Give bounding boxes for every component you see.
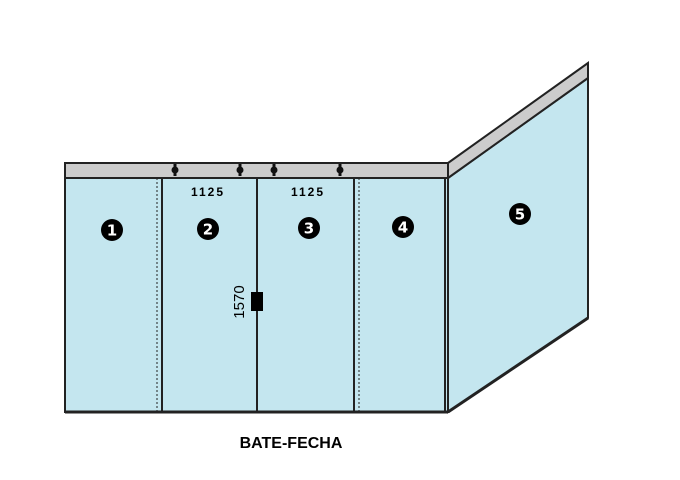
panel-3-width-label: 1125: [291, 185, 325, 199]
panel-5-badge: 5: [509, 203, 531, 225]
panel-4-badge: 4: [392, 216, 414, 238]
handle-height-label: 1570: [231, 285, 248, 318]
roller-marker-stem: [173, 164, 177, 176]
bottom-rail-side: [447, 316, 589, 414]
roller-marker-stem: [338, 164, 342, 176]
roller-marker-stem: [238, 164, 242, 176]
panel-2-badge: 2: [197, 218, 219, 240]
panel-2-width-label: 1125: [191, 185, 225, 199]
panel-4-number: 4: [398, 219, 408, 237]
panel-1-badge: 1: [101, 219, 123, 241]
door-handle: [251, 292, 263, 311]
panel-5-number: 5: [515, 206, 525, 224]
panel-3-badge: 3: [298, 217, 320, 239]
top-track-side: [447, 61, 589, 180]
roller-marker-stem: [272, 164, 276, 176]
top-track-front: [64, 162, 449, 179]
panel-2-number: 2: [203, 221, 213, 239]
panel-3-number: 3: [304, 220, 314, 238]
panel-1-number: 1: [107, 222, 117, 240]
diagram-caption: BATE-FECHA: [240, 435, 343, 452]
roller-markers: [171, 164, 344, 176]
